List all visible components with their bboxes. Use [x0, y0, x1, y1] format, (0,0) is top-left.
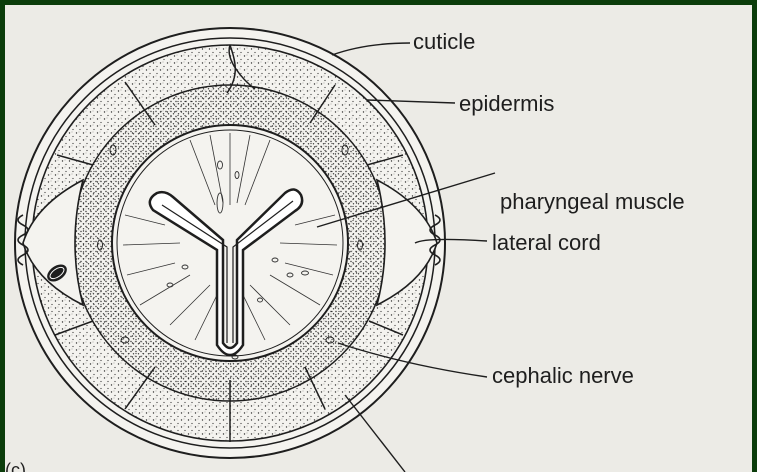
label-cuticle: cuticle — [413, 31, 475, 53]
label-pharyngeal-muscle: pharyngeal muscle — [500, 191, 685, 213]
pharynx — [112, 125, 348, 361]
label-cephalic-nerve: cephalic nerve — [492, 365, 634, 387]
panel-letter: (c) — [5, 460, 26, 472]
diagram-frame: cuticle epidermis pharyngeal muscle late… — [5, 5, 752, 472]
label-epidermis: epidermis — [459, 93, 554, 115]
nematode-cross-section-diagram — [5, 5, 752, 472]
label-lateral-cord: lateral cord — [492, 232, 601, 254]
